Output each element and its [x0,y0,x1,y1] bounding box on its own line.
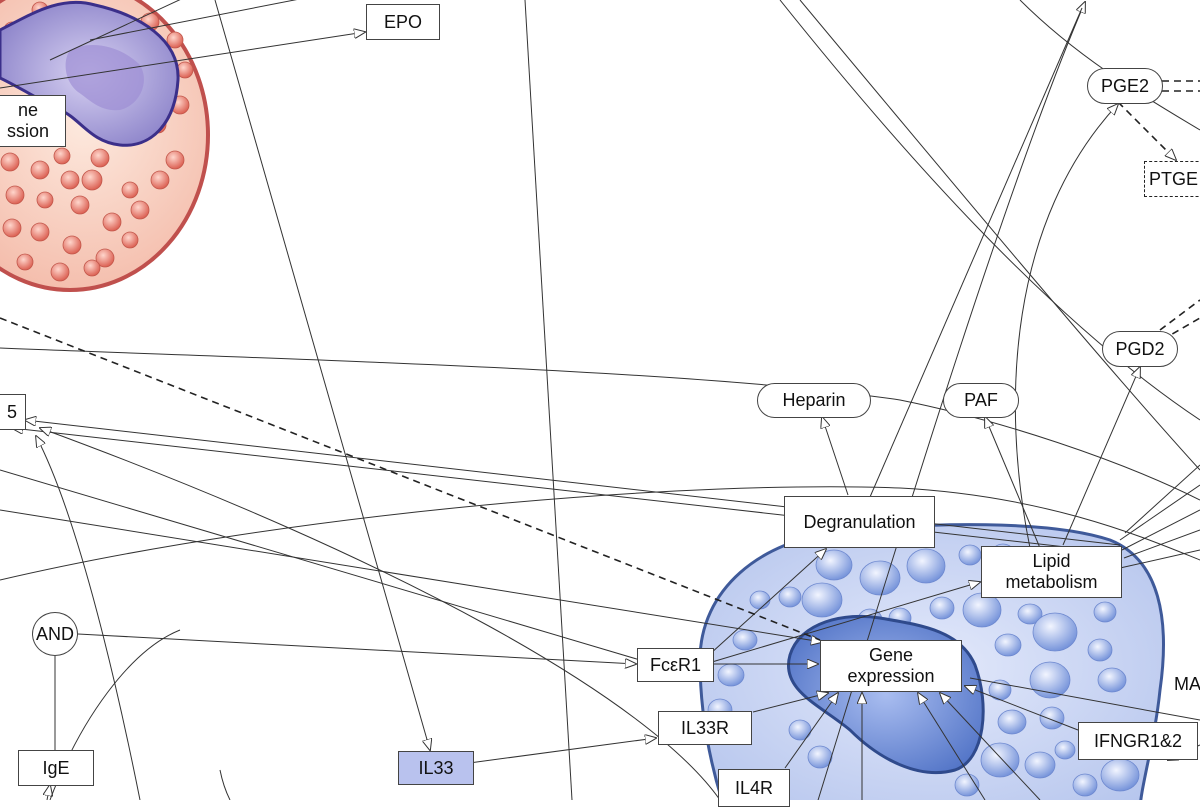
pge2-node[interactable]: PGE2 [1087,68,1163,104]
ige-node[interactable]: IgE [18,750,94,786]
pgd2-node[interactable]: PGD2 [1102,331,1178,367]
mast-cell-granules [707,543,1140,797]
ma-label: MA [1174,674,1200,694]
ptge-node[interactable]: PTGE [1144,161,1200,197]
ifngr-node[interactable]: IFNGR1&2 [1078,722,1198,760]
gene-expression-eosinophil-node[interactable]: ne ssion [0,95,66,147]
lipid-metabolism-node[interactable]: Lipid metabolism [981,546,1122,598]
gene-expression-mast-node[interactable]: Gene expression [820,640,962,692]
paf-node[interactable]: PAF [943,383,1019,418]
il33-node[interactable]: IL33 [398,751,474,785]
il33r-node[interactable]: IL33R [658,711,752,745]
and-gate[interactable]: AND [32,612,78,656]
eosinophil-cell [0,0,210,292]
epo-node[interactable]: EPO [366,4,440,40]
il4r-node[interactable]: IL4R [718,769,790,807]
node-5[interactable]: 5 [0,394,26,430]
degranulation-node[interactable]: Degranulation [784,496,935,548]
heparin-node[interactable]: Heparin [757,383,871,418]
dashed-edges [0,80,1200,641]
fceri-node[interactable]: FcεR1 [637,648,714,682]
